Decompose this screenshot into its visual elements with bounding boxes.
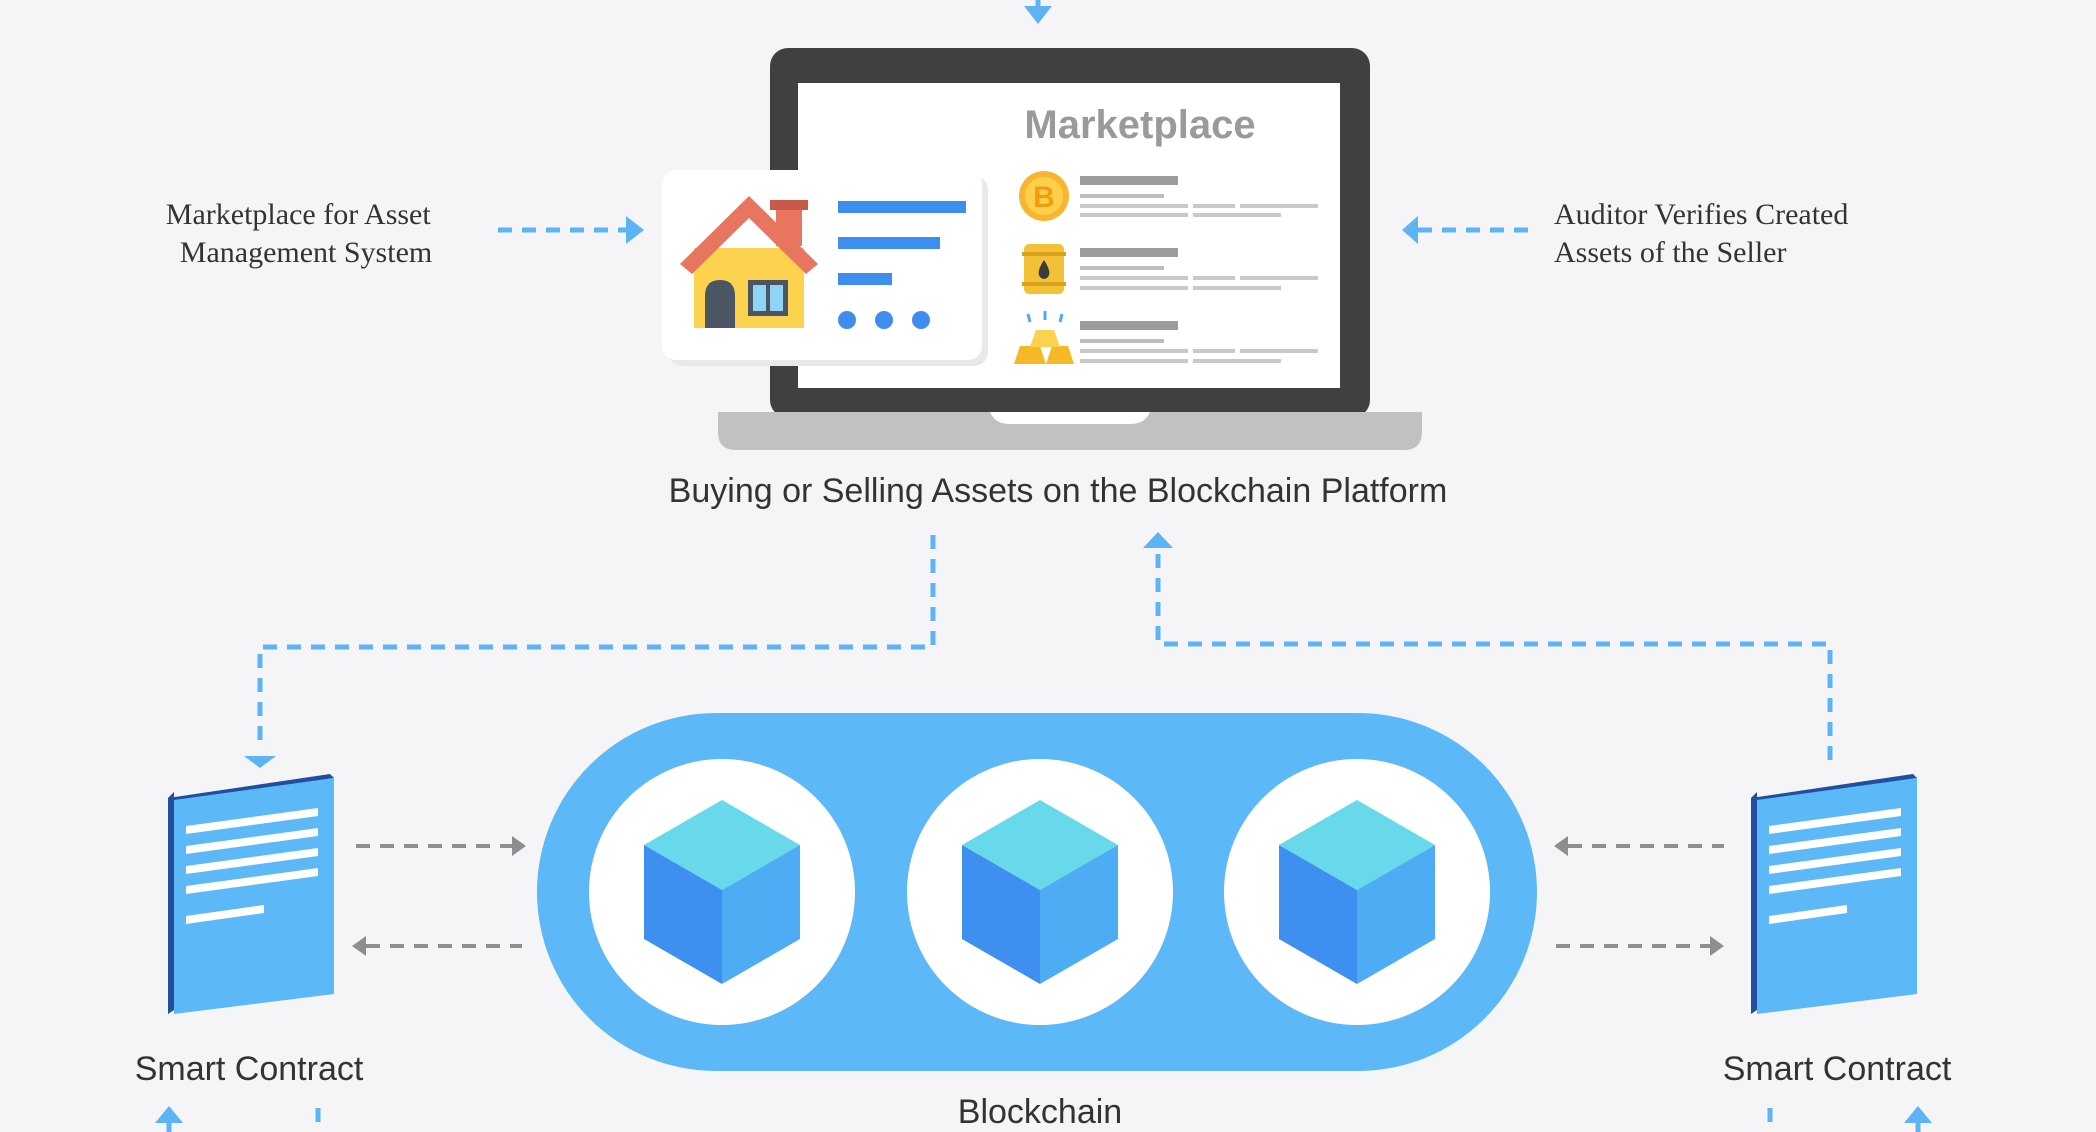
- marketplace-title: Marketplace: [1024, 103, 1255, 147]
- block-node-3: [1224, 759, 1490, 1025]
- document-icon: [168, 774, 334, 1014]
- arrow-left-contract-to-chain: [356, 836, 526, 856]
- arrow-chain-to-right-contract: [1556, 936, 1724, 956]
- connector-platform-to-left-contract: [244, 535, 936, 768]
- card-dot: [838, 311, 856, 329]
- bitcoin-icon: B: [1019, 171, 1069, 221]
- asset-line: [1193, 286, 1281, 290]
- card-dot: [912, 311, 930, 329]
- connector-right-contract-to-platform: [1143, 532, 1833, 760]
- arrow-to-card: [498, 216, 644, 244]
- blockchain-network: [537, 713, 1537, 1071]
- label-asset-management-line-2: Management System: [180, 236, 432, 269]
- asset-row-bitcoin: B: [1019, 171, 1318, 221]
- card-line: [838, 273, 892, 285]
- asset-line: [1080, 176, 1178, 185]
- smart-contract-right: Smart Contract: [1723, 774, 1952, 1088]
- smart-contract-right-label: Smart Contract: [1723, 1050, 1952, 1088]
- card-dot: [875, 311, 893, 329]
- arrow-from-auditor: [1402, 216, 1530, 244]
- label-auditor: Auditor Verifies Created Assets of the S…: [1554, 198, 1856, 269]
- arrow-right-contract-to-chain: [1554, 836, 1724, 856]
- block-node-2: [907, 759, 1173, 1025]
- asset-line: [1240, 349, 1318, 353]
- asset-line: [1080, 359, 1188, 363]
- label-auditor-line-1: Auditor Verifies Created: [1554, 198, 1848, 231]
- smart-contract-left-label: Smart Contract: [135, 1050, 364, 1088]
- bottom-right-arrows: [1767, 1106, 1932, 1132]
- asset-line: [1080, 213, 1188, 217]
- asset-line: [1080, 286, 1188, 290]
- asset-list: B: [1014, 171, 1318, 364]
- asset-row-oil: [1022, 244, 1318, 294]
- document-icon: [1751, 774, 1917, 1014]
- asset-line: [1193, 349, 1235, 353]
- block-node-1: [589, 759, 855, 1025]
- asset-line: [1080, 321, 1178, 330]
- label-asset-management-line-1: Marketplace for Asset: [166, 198, 432, 231]
- asset-line: [1080, 194, 1164, 198]
- blockchain-caption: Blockchain: [958, 1093, 1122, 1131]
- property-card: [662, 170, 988, 366]
- asset-line: [1080, 276, 1188, 280]
- laptop-base: [718, 412, 1422, 450]
- laptop-notch: [990, 412, 1150, 424]
- bottom-left-arrows: [155, 1106, 321, 1132]
- asset-line: [1080, 204, 1188, 208]
- asset-line: [1080, 266, 1164, 270]
- arrow-chain-to-left-contract: [352, 936, 522, 956]
- asset-row-gold: [1014, 311, 1318, 364]
- asset-line: [1193, 204, 1235, 208]
- asset-line: [1193, 213, 1281, 217]
- asset-line: [1080, 349, 1188, 353]
- label-asset-management: Marketplace for Asset Management System: [166, 198, 438, 269]
- house-icon: [680, 196, 818, 328]
- asset-line: [1080, 248, 1178, 257]
- asset-line: [1080, 339, 1164, 343]
- label-auditor-line-2: Assets of the Seller: [1554, 236, 1786, 269]
- platform-caption: Buying or Selling Assets on the Blockcha…: [669, 472, 1448, 510]
- top-incoming-arrow: [1024, 0, 1052, 24]
- asset-line: [1193, 359, 1281, 363]
- cube-icon: [1279, 800, 1435, 984]
- asset-line: [1193, 276, 1235, 280]
- cube-icon: [962, 800, 1118, 984]
- card-line: [838, 201, 966, 213]
- asset-line: [1240, 276, 1318, 280]
- cube-icon: [644, 800, 800, 984]
- oil-barrel-icon: [1022, 244, 1066, 294]
- gold-bars-icon: [1014, 311, 1074, 364]
- card-line: [838, 237, 940, 249]
- bitcoin-symbol: B: [1033, 181, 1055, 214]
- smart-contract-left: Smart Contract: [135, 774, 364, 1088]
- asset-line: [1240, 204, 1318, 208]
